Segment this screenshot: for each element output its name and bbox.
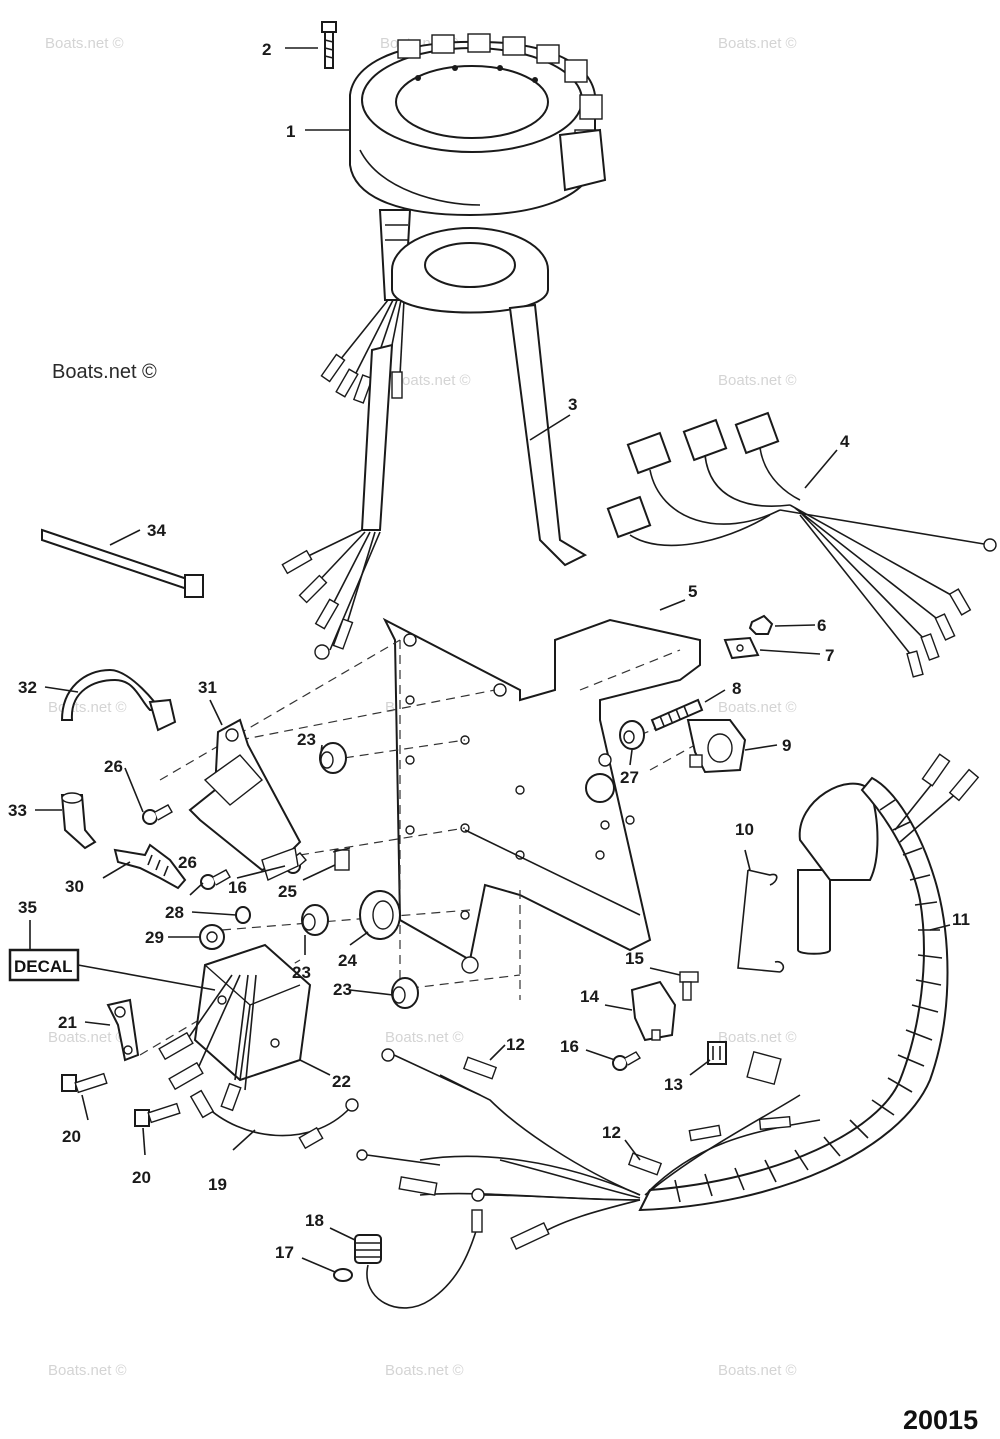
callout-18: 18 [305, 1211, 324, 1230]
callout-23: 23 [333, 980, 352, 999]
watermark: Boats.net © [52, 361, 157, 383]
callout-31: 31 [198, 678, 217, 697]
coil-part-31 [188, 718, 302, 881]
callout-15: 15 [625, 949, 644, 968]
screw-part-25 [332, 847, 351, 871]
bushing-part-27 [619, 720, 645, 750]
callout-1: 1 [286, 122, 295, 141]
callout-labels: 2 1 3 4 34 5 6 7 8 9 32 31 23 26 27 33 1… [8, 40, 970, 1262]
callout-33: 33 [8, 801, 27, 820]
callout-7: 7 [825, 646, 834, 665]
watermark: Boats.net © [718, 1362, 797, 1379]
watermark: Boats.net © [718, 372, 797, 389]
callout-17: 17 [275, 1243, 294, 1262]
decal-part-35: DECAL [8, 948, 80, 982]
bracket-part-5 [382, 617, 701, 974]
boot-part-33 [60, 792, 97, 850]
callout-24: 24 [338, 951, 357, 970]
callout-23: 23 [297, 730, 316, 749]
watermark: Boats.net © [48, 699, 127, 716]
nut-part-6 [748, 614, 774, 635]
switchbox-part-22 [158, 943, 312, 1112]
decal-label: DECAL [14, 957, 73, 976]
callout-13: 13 [664, 1075, 683, 1094]
callout-34: 34 [147, 521, 166, 540]
callout-9: 9 [782, 736, 791, 755]
watermark: Boats.net © [392, 372, 471, 389]
callout-30: 30 [65, 877, 84, 896]
callout-11: 11 [952, 910, 970, 929]
callout-2: 2 [262, 40, 271, 59]
callout-21: 21 [58, 1013, 77, 1032]
watermark: Boats.net © [718, 699, 797, 716]
callout-19: 19 [208, 1175, 227, 1194]
screw-part-2 [321, 21, 337, 69]
trigger-part-3 [281, 227, 588, 660]
callout-8: 8 [732, 679, 741, 698]
screw-part-20 [61, 1072, 181, 1127]
bracket-part-21 [106, 998, 140, 1062]
nut-part-29 [199, 924, 225, 950]
oring-part-17 [333, 1268, 353, 1282]
screw-part-15 [679, 971, 699, 1001]
callout-4: 4 [840, 432, 850, 451]
callout-32: 32 [18, 678, 37, 697]
callout-26: 26 [178, 853, 197, 872]
screw-part-26 [142, 804, 231, 890]
terminal-part-12 [462, 1056, 663, 1176]
sensor-part-30 [113, 843, 187, 890]
callout-3: 3 [568, 395, 577, 414]
screw-part-16b [612, 1051, 641, 1071]
spring-part-8 [650, 698, 704, 732]
callout-27: 27 [620, 768, 639, 787]
washer-part-28 [235, 906, 251, 924]
stator-part-1 [320, 33, 607, 405]
hv-lead-part-32 [60, 668, 177, 732]
harness-part-4 [606, 411, 997, 678]
callout-16: 16 [228, 878, 247, 897]
clip-part-7 [723, 636, 760, 660]
callout-20: 20 [62, 1127, 81, 1146]
callout-16: 16 [560, 1037, 579, 1056]
callout-12: 12 [602, 1123, 621, 1142]
callout-29: 29 [145, 928, 164, 947]
callout-10: 10 [735, 820, 754, 839]
watermark: Boats.net © [48, 1029, 127, 1046]
ground-lead-part-19 [189, 1089, 359, 1150]
callout-20: 20 [132, 1168, 151, 1187]
watermark: Boats.net © [48, 1362, 127, 1379]
leader-lines [29, 47, 951, 1273]
callout-28: 28 [165, 903, 184, 922]
washer-part-24 [359, 890, 401, 940]
figure-number: 20015 [903, 1405, 978, 1435]
cable-tie-part-34 [41, 528, 204, 598]
callout-35: 35 [18, 898, 37, 917]
callout-14: 14 [580, 987, 599, 1006]
callout-23: 23 [292, 963, 311, 982]
switch-part-14 [630, 980, 677, 1042]
watermark: Boats.net © [718, 35, 797, 52]
watermark: Boats.net © [718, 1029, 797, 1046]
retainer-part-10 [737, 869, 785, 973]
sensor-part-18 [354, 1209, 483, 1309]
callout-5: 5 [688, 582, 697, 601]
callout-26: 26 [104, 757, 123, 776]
watermark: Boats.net © [385, 1029, 464, 1046]
watermark: Boats.net © [45, 35, 124, 52]
harness-part-11 [356, 753, 980, 1250]
clamp-part-9 [686, 719, 747, 774]
callout-12: 12 [506, 1035, 525, 1054]
watermark: Boats.net © [385, 1362, 464, 1379]
connector-part-13 [707, 1041, 727, 1065]
callout-6: 6 [817, 616, 826, 635]
callout-22: 22 [332, 1072, 351, 1091]
callout-25: 25 [278, 882, 297, 901]
